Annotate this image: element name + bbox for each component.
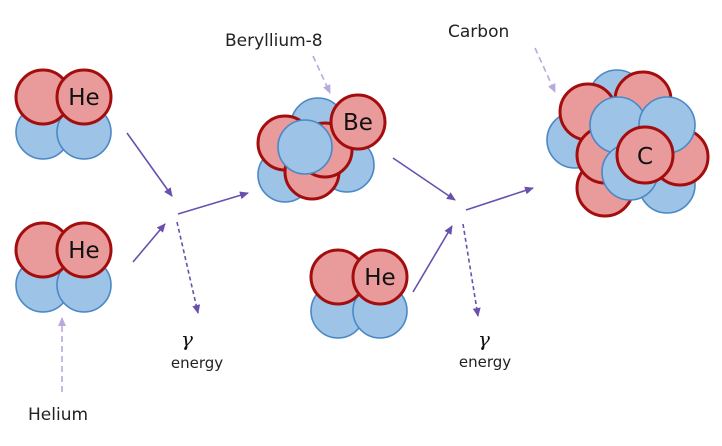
be-symbol: Be <box>343 110 373 136</box>
he-symbol: He <box>68 238 99 264</box>
c-symbol: C <box>637 144 653 170</box>
helium-nucleus-2: He <box>14 221 113 313</box>
helium-nucleus-3: He <box>309 248 409 339</box>
arrow <box>412 225 453 293</box>
arrow <box>126 132 173 197</box>
carbon-nucleus: C <box>546 69 710 218</box>
helium-nucleus-1: He <box>14 68 113 160</box>
carbon-label: Carbon <box>448 22 509 42</box>
beryllium-nucleus: Be <box>256 93 387 203</box>
energy-label: energy <box>171 354 223 372</box>
reaction-arrows <box>126 132 534 317</box>
gamma-symbol: γ <box>181 327 193 351</box>
gamma-arrow <box>462 223 481 317</box>
arrow <box>177 191 249 215</box>
he-symbol: He <box>68 85 99 111</box>
arrow <box>465 186 534 211</box>
helium-label: Helium <box>28 405 88 425</box>
beryllium-label: Beryllium-8 <box>225 31 323 51</box>
gamma-symbol: γ <box>478 327 490 351</box>
gamma-arrow <box>176 221 201 314</box>
arrow <box>132 223 166 263</box>
arrow <box>392 157 456 201</box>
label-pointers <box>58 47 556 392</box>
he-symbol: He <box>364 265 395 291</box>
energy-label: energy <box>459 353 511 371</box>
